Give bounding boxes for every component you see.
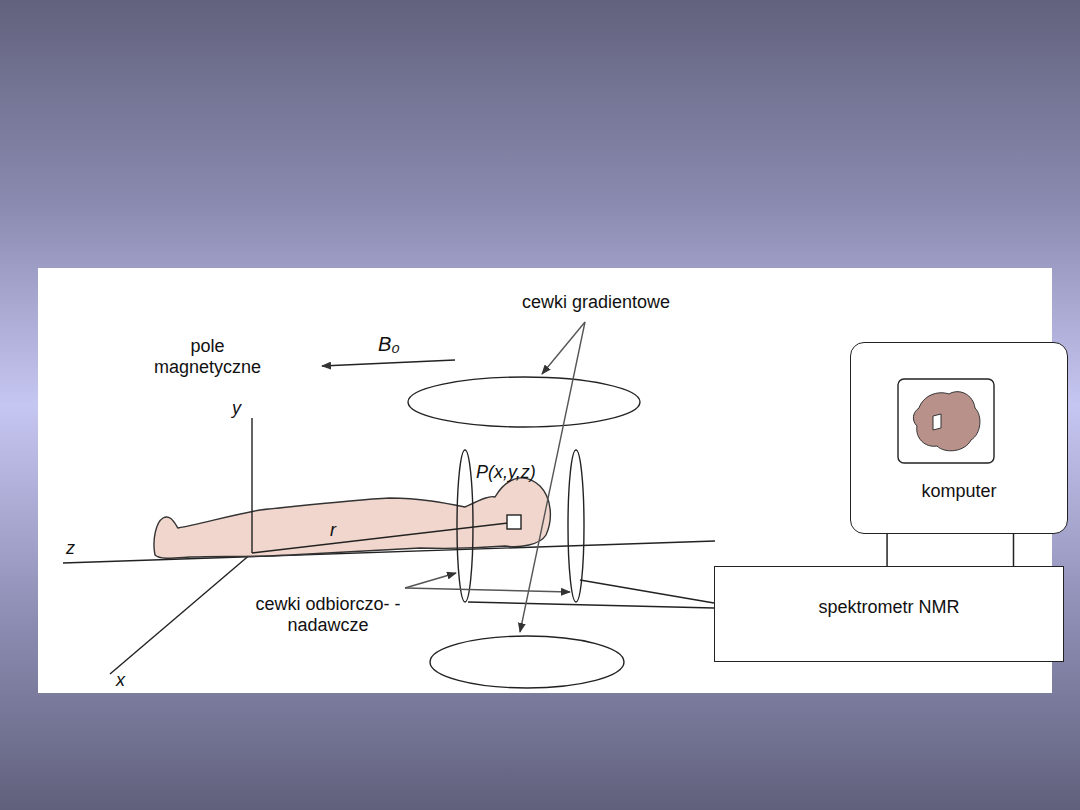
leader-line (405, 573, 456, 588)
point-label: P(x,y,z) (476, 462, 536, 483)
monitor-stand (1013, 534, 1015, 566)
axis-label: x (116, 670, 125, 691)
b0-arrow (322, 360, 455, 366)
gradient-coil-bottom (430, 636, 624, 688)
axis-label: y (232, 398, 241, 419)
y-axis (251, 418, 252, 553)
box-label: komputer (851, 481, 1067, 502)
rf-coil-left (457, 450, 473, 602)
coil-label: cewki odbiorczo- -nadawcze (238, 594, 418, 636)
gradient-coil-top (408, 377, 640, 427)
leader-line (542, 322, 585, 374)
patient-body (154, 478, 550, 558)
r-vector (252, 523, 508, 553)
vector-label: r (330, 520, 336, 541)
spectrometer-box: spektrometr NMR (714, 566, 1064, 662)
voxel (507, 515, 521, 529)
field-symbol: B₀ (378, 334, 400, 355)
axis-label: z (66, 538, 75, 559)
wire (580, 580, 714, 603)
computer-monitor: komputer (850, 342, 1068, 534)
box-label: spektrometr NMR (715, 597, 1063, 618)
field-label: pole magnetyczne (140, 336, 275, 378)
screen-image (897, 378, 997, 466)
monitor-stand (886, 534, 888, 566)
coil-label: cewki gradientowe (522, 292, 670, 313)
wire (468, 602, 714, 608)
leader-line (405, 588, 570, 592)
x-axis (110, 553, 252, 674)
rf-coil-right (568, 450, 584, 602)
